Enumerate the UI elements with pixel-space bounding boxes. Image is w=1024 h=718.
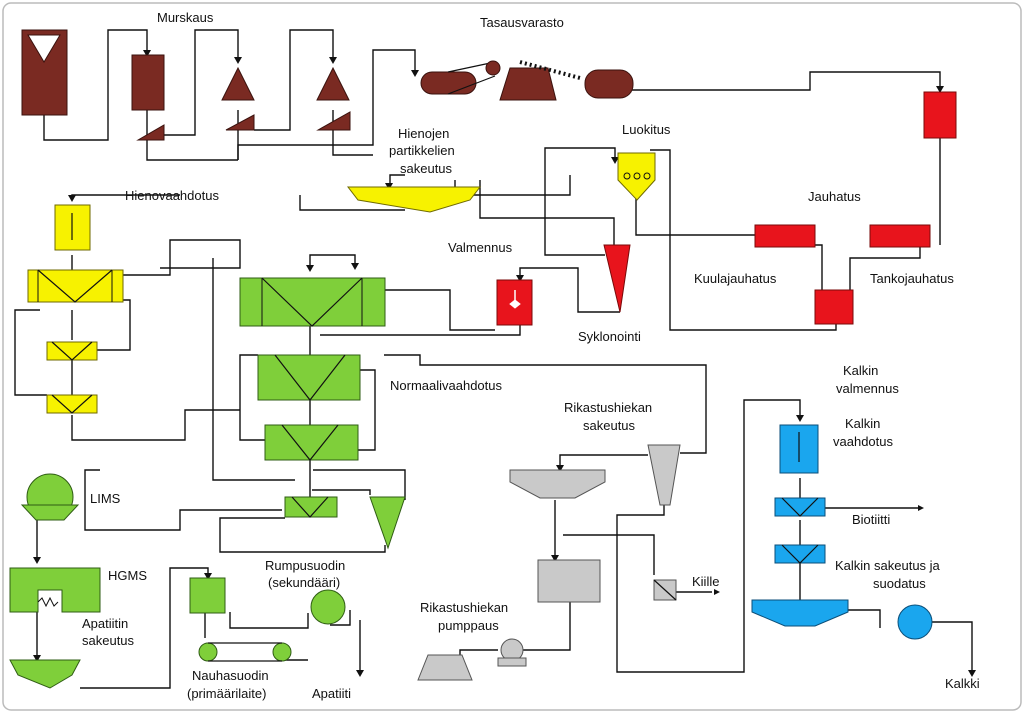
calcite-drum-filter bbox=[897, 604, 933, 640]
label-hienojen-2: partikkelien bbox=[389, 143, 455, 158]
label-rumpusuodin-2: (sekundääri) bbox=[268, 575, 340, 590]
arrowheads bbox=[33, 50, 976, 677]
label-rumpusuodin-1: Rumpusuodin bbox=[265, 558, 345, 573]
label-tankojauhatus: Tankojauhatus bbox=[870, 271, 954, 286]
screen-2-icon bbox=[225, 114, 255, 131]
label-kalkin-vaahdotus-1: Kalkin bbox=[845, 416, 880, 431]
crushing-section bbox=[21, 29, 634, 141]
lims-hopper bbox=[20, 504, 80, 521]
normal-flotation-section bbox=[9, 277, 406, 689]
label-valmennus: Valmennus bbox=[448, 240, 513, 255]
cone-crusher-1 bbox=[221, 66, 255, 101]
label-hgms: HGMS bbox=[108, 568, 147, 583]
fines-thickener bbox=[346, 186, 482, 213]
surge-bin bbox=[499, 67, 557, 101]
label-normaalivaahdotus: Normaalivaahdotus bbox=[390, 378, 503, 393]
label-apatiitin-1: Apatiitin bbox=[82, 616, 128, 631]
rougher-cell bbox=[239, 277, 386, 327]
label-apatiitin-2: sakeutus bbox=[82, 633, 135, 648]
classifier bbox=[617, 152, 656, 201]
calcite-section bbox=[751, 424, 933, 640]
screen-1-icon bbox=[136, 124, 165, 141]
tailings-section bbox=[417, 444, 681, 681]
flow-lines bbox=[14, 29, 973, 689]
rod-mill bbox=[869, 224, 931, 248]
label-kalkin-vaahdotus-2: vaahdotus bbox=[833, 434, 893, 449]
tailings-hopper bbox=[417, 654, 473, 681]
calcite-flotation-cell-1 bbox=[774, 497, 826, 517]
label-kalkki: Kalkki bbox=[945, 676, 980, 691]
belt-filter-roller-1 bbox=[198, 642, 218, 662]
label-kiille: Kiille bbox=[692, 574, 719, 589]
tailings-cyclone bbox=[647, 444, 681, 506]
cleaner-cell-1 bbox=[257, 354, 361, 401]
feed-tank bbox=[923, 91, 957, 139]
ball-mill bbox=[754, 224, 816, 248]
label-hienojen-1: Hienojen bbox=[398, 126, 449, 141]
label-jauhatus: Jauhatus bbox=[808, 189, 861, 204]
calcite-thickener bbox=[751, 599, 849, 627]
label-rikastushiekan-sakeutus-1: Rikastushiekan bbox=[564, 400, 652, 415]
feeder-conveyor bbox=[519, 60, 581, 80]
label-murskaus: Murskaus bbox=[157, 10, 214, 25]
label-tasausvarasto: Tasausvarasto bbox=[480, 15, 564, 30]
hydrocyclone bbox=[603, 244, 631, 313]
label-nauhasuodin-1: Nauhasuodin bbox=[192, 668, 269, 683]
crusher-jaw-icon bbox=[27, 34, 61, 63]
label-lims: LIMS bbox=[90, 491, 121, 506]
label-luokitus: Luokitus bbox=[622, 122, 671, 137]
filter-feed-tank bbox=[189, 577, 226, 614]
calcite-flotation-cell-2 bbox=[774, 544, 826, 564]
label-apatiiti: Apatiiti bbox=[312, 686, 351, 701]
hgms-separator bbox=[9, 567, 101, 613]
drum-filter bbox=[310, 589, 346, 625]
belt-filter-roller-2 bbox=[272, 642, 292, 662]
label-kuulajauhatus: Kuulajauhatus bbox=[694, 271, 777, 286]
conveyor-motor bbox=[420, 71, 477, 95]
label-rikastushiekan-pumppaus-2: pumppaus bbox=[438, 618, 499, 633]
label-kalkin-valmennus-2: valmennus bbox=[836, 381, 899, 396]
label-kalkin-sakeutus-2: suodatus bbox=[873, 576, 926, 591]
fine-flotation-section bbox=[27, 152, 656, 414]
label-kalkin-valmennus-1: Kalkin bbox=[843, 363, 878, 378]
mill-sump bbox=[814, 289, 854, 325]
label-biotiitti: Biotiitti bbox=[852, 512, 890, 527]
conveyor-pulley bbox=[485, 60, 501, 76]
cone-crusher-2 bbox=[316, 66, 350, 101]
label-nauhasuodin-2: (primäärilaite) bbox=[187, 686, 266, 701]
label-syklonointi: Syklonointi bbox=[578, 329, 641, 344]
screen-3-icon bbox=[316, 111, 351, 131]
green-cyclone bbox=[369, 496, 406, 550]
storage-drum bbox=[584, 69, 634, 99]
grinding-section bbox=[496, 91, 957, 326]
label-kalkin-sakeutus-1: Kalkin sakeutus ja bbox=[835, 558, 941, 573]
apatite-thickener bbox=[9, 659, 81, 689]
cleaner-cell-3 bbox=[284, 496, 338, 518]
label-rikastushiekan-sakeutus-2: sakeutus bbox=[583, 418, 636, 433]
label-hienovaahdotus: Hienovaahdotus bbox=[125, 188, 219, 203]
screen-feeder-1 bbox=[131, 54, 165, 111]
tailings-sump bbox=[537, 559, 601, 603]
label-hienojen-3: sakeutus bbox=[400, 161, 453, 176]
pump-base bbox=[497, 657, 527, 667]
cleaner-cell-2 bbox=[264, 424, 359, 461]
fine-flotation-cell-1 bbox=[27, 269, 124, 303]
tailings-thickener bbox=[509, 469, 606, 499]
label-rikastushiekan-pumppaus-1: Rikastushiekan bbox=[420, 600, 508, 615]
